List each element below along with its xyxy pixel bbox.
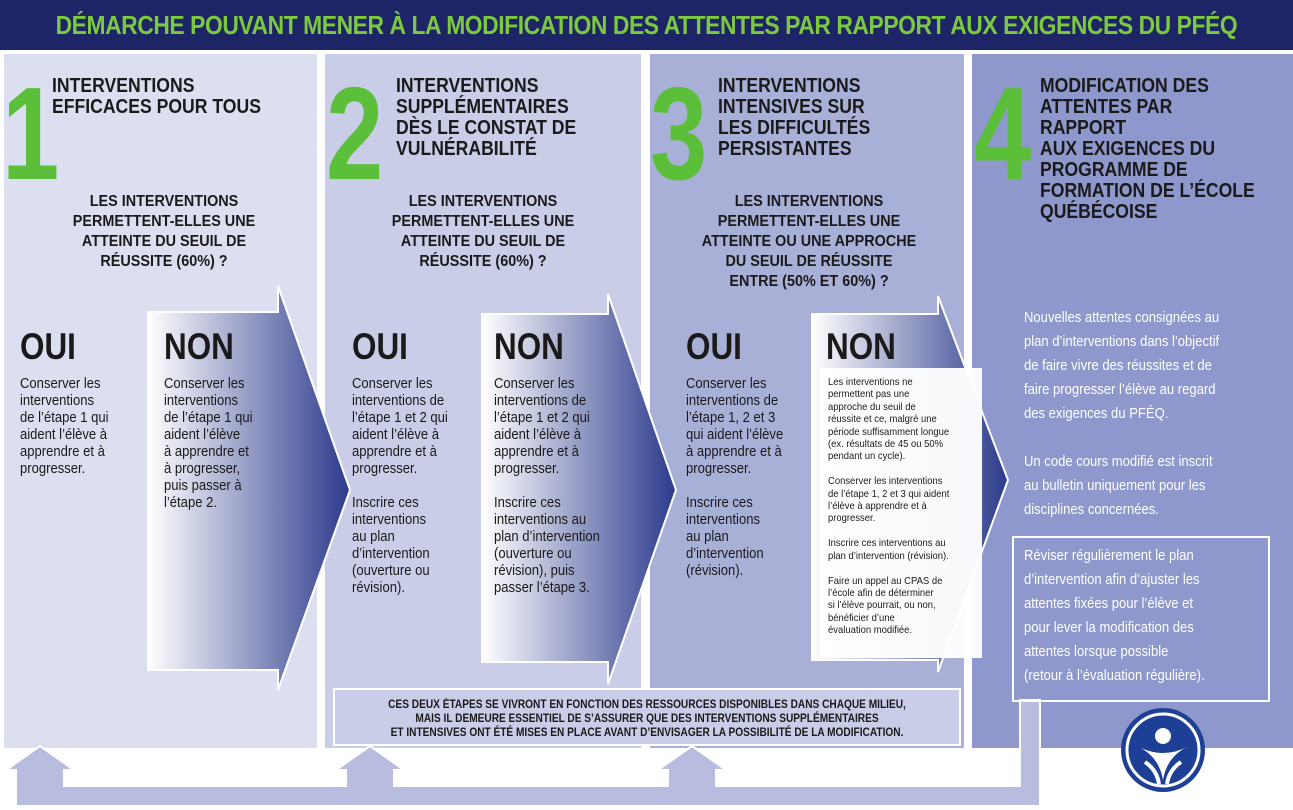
bottom-note-box: CES DEUX ÉTAPES SE VIVRONT EN FONCTION D…	[333, 688, 961, 746]
step-2-oui-label: OUI	[352, 326, 408, 367]
step-4-review-text: Réviser régulièrement le plan d’interven…	[1024, 548, 1205, 684]
step-2-oui-text: Conserver les interventions de l’étape 1…	[352, 376, 448, 596]
step-1-number: 1	[2, 60, 59, 207]
page-title: DÉMARCHE POUVANT MENER À LA MODIFICATION…	[55, 9, 1238, 40]
step-4-title: MODIFICATION DES ATTENTES PAR RAPPORT AU…	[1040, 75, 1255, 223]
arrow-step-2-to-3	[481, 293, 678, 685]
step-4-text-2: Un code cours modifié est inscrit au bul…	[1024, 454, 1213, 518]
step-3-question: LES INTERVENTIONS PERMETTENT-ELLES UNE A…	[701, 193, 917, 290]
non-3-textbox	[820, 368, 982, 658]
step-1-non-text: Conserver les interventions de l’étape 1…	[164, 376, 253, 511]
step-2-number: 2	[326, 60, 383, 207]
step-3-number: 3	[650, 60, 707, 207]
step-3-non-label: NON	[826, 326, 896, 367]
step-4-review-box	[1012, 536, 1270, 702]
arrow-step-1-to-2	[147, 285, 352, 691]
logo	[1121, 708, 1205, 792]
step-2-title: INTERVENTIONS SUPPLÉMENTAIRES DÈS LE CON…	[396, 75, 577, 160]
step-4-number: 4	[974, 60, 1031, 207]
page-header: DÉMARCHE POUVANT MENER À LA MODIFICATION…	[0, 0, 1293, 50]
step-1-oui-label: OUI	[20, 326, 76, 367]
step-2-question: LES INTERVENTIONS PERMETTENT-ELLES UNE A…	[391, 193, 575, 270]
return-arrows	[2, 699, 1041, 807]
step-1-question: LES INTERVENTIONS PERMETTENT-ELLES UNE A…	[72, 193, 256, 270]
step-3-title: INTERVENTIONS INTENSIVES SUR LES DIFFICU…	[718, 75, 871, 160]
bottom-note-text: CES DEUX ÉTAPES SE VIVRONT EN FONCTION D…	[388, 699, 906, 739]
step-2-non-text: Conserver les interventions de l’étape 1…	[494, 376, 600, 596]
step-1-oui-text: Conserver les interventions de l’étape 1…	[20, 376, 109, 477]
step-4-text-1: Nouvelles attentes consignées au plan d’…	[1024, 310, 1220, 422]
step-4-panel	[972, 54, 1293, 748]
step-3-non-text: Les interventions ne permettent pas une …	[828, 376, 950, 637]
step-3-oui-label: OUI	[686, 326, 742, 367]
step-1-non-label: NON	[164, 326, 234, 367]
step-1-title: INTERVENTIONS EFFICACES POUR TOUS	[52, 75, 261, 118]
step-2-non-label: NON	[494, 326, 564, 367]
step-3-oui-text: Conserver les interventions de l’étape 1…	[686, 376, 784, 579]
